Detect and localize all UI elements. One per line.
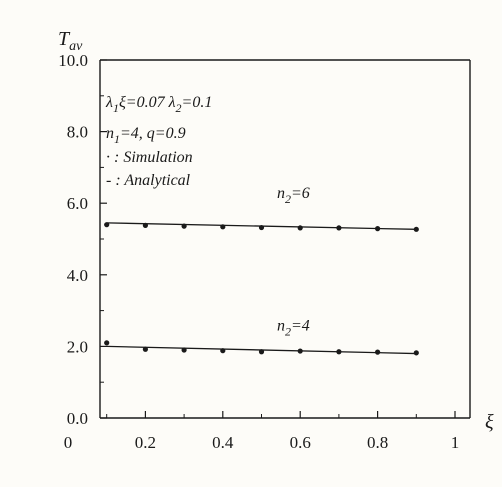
x-tick-label: 0.2 [135,433,156,452]
params-line-1: λ1ξ=0.07 λ2=0.1 [105,94,212,115]
simulation-point [258,349,265,355]
x-tick-label: 1 [451,433,460,452]
y-tick-label: 8.0 [67,123,88,142]
simulation-point [336,349,342,355]
y-tick-label: 10.0 [58,51,88,70]
params-line-2: n1=4, q=0.9 [106,125,186,146]
y-axis-label: Tav [58,28,83,54]
simulation-point [258,224,265,231]
x-tick-label: 0.8 [367,433,388,452]
simulation-point [297,225,303,231]
simulation-point [297,348,303,354]
legend-analytical: - : Analytical [106,172,191,189]
y-tick-label: 4.0 [67,266,88,285]
simulation-point [413,350,419,356]
y-tick-label: 6.0 [67,194,88,213]
simulation-point [142,222,148,228]
simulation-point [375,349,381,355]
simulation-point [142,346,148,352]
simulation-point [104,340,110,346]
simulation-point [336,225,342,231]
x-tick-label: 0.4 [212,433,234,452]
simulation-point [413,226,419,232]
simulation-point [181,223,187,229]
series-label-n2-6: n2=6 [277,185,310,206]
x-tick-label: 0.6 [290,433,311,452]
simulation-point [181,347,187,353]
series-label-n2-4: n2=4 [277,317,310,338]
simulation-point [375,226,381,232]
y-tick-label: 0.0 [67,409,88,428]
x-tick-label: 0 [64,433,73,452]
simulation-point [104,222,110,228]
simulation-point [220,348,226,354]
x-axis-label: ξ [485,411,494,433]
y-tick-label: 2.0 [67,337,88,356]
legend-simulation: · : Simulation [106,149,193,166]
simulation-point [220,224,226,230]
